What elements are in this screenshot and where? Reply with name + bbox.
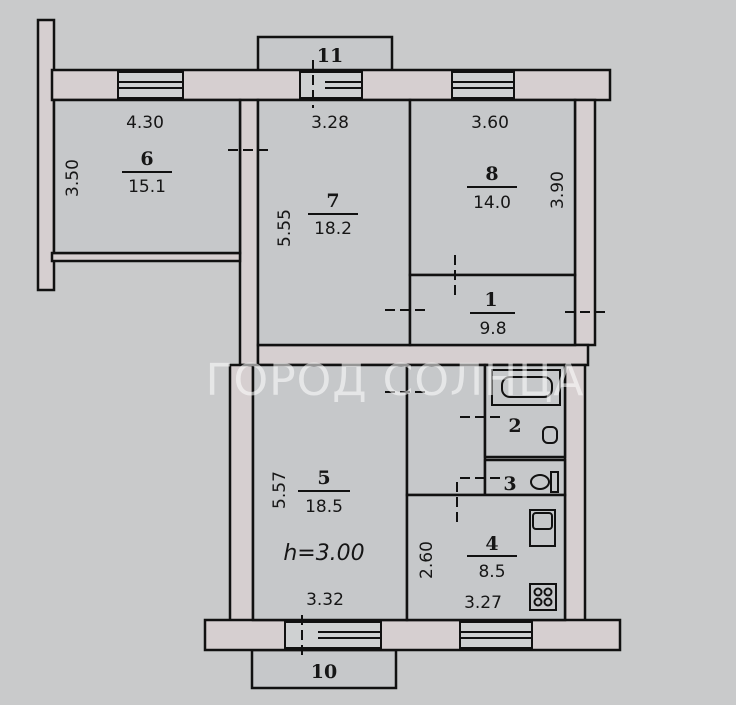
windows [117, 71, 533, 649]
room-5-depth: 5.57 [270, 471, 290, 509]
room-1 [408, 273, 577, 347]
room-5-area: 18.5 [305, 497, 343, 517]
room-7-width: 3.28 [311, 113, 349, 133]
window [117, 71, 184, 99]
toilet-icon [530, 471, 559, 493]
room-8-width: 3.60 [471, 113, 509, 133]
balcony-11: 11 [256, 35, 394, 74]
corridor [405, 363, 487, 497]
room-2-number: 2 [508, 415, 521, 437]
room-6-width: 4.30 [126, 113, 164, 133]
door-marks [228, 60, 610, 660]
room-6-number: 6 [140, 148, 153, 170]
balcony-door [284, 621, 382, 649]
room-1-number: 1 [484, 289, 497, 311]
room-8-depth: 3.90 [548, 171, 568, 209]
ceiling-height: h=3.00 [283, 541, 364, 566]
room-7-depth: 5.55 [275, 209, 295, 247]
room-7 [256, 98, 412, 347]
balcony-10: 10 [250, 648, 398, 690]
window [459, 621, 533, 649]
room-7-area: 18.2 [314, 219, 352, 239]
kitchen-sink-icon [529, 509, 556, 547]
room-4-width: 3.27 [464, 593, 502, 613]
wall-6-7 [238, 98, 260, 367]
room-5-width: 3.32 [306, 590, 344, 610]
room-8-number: 8 [485, 163, 498, 185]
room-6-area: 15.1 [128, 177, 166, 197]
wall-bottom [203, 618, 622, 652]
room-5-number: 5 [317, 467, 330, 489]
room-3-number: 3 [503, 473, 516, 495]
wall-left-outer [36, 18, 56, 292]
room-5 [251, 363, 409, 622]
balcony-10-label: 10 [311, 661, 337, 683]
room-4-depth: 2.60 [417, 541, 437, 579]
room-4-number: 4 [485, 533, 498, 555]
stove-icon [529, 583, 557, 611]
balcony-door [299, 71, 363, 99]
bathtub-icon [491, 369, 561, 406]
sink-icon [542, 426, 558, 444]
room-7-number: 7 [326, 190, 339, 212]
window [451, 71, 515, 99]
wall-right-upper [573, 98, 597, 347]
room-6-depth: 3.50 [63, 159, 83, 197]
watermark-logo: ГОРОД СОЛНЦА [206, 355, 585, 406]
balcony-11-label: 11 [317, 45, 343, 67]
room-1-area: 9.8 [479, 319, 506, 339]
room-6 [52, 98, 242, 255]
room-4-area: 8.5 [478, 562, 505, 582]
room-2 [483, 363, 567, 459]
room-8-area: 14.0 [473, 193, 511, 213]
